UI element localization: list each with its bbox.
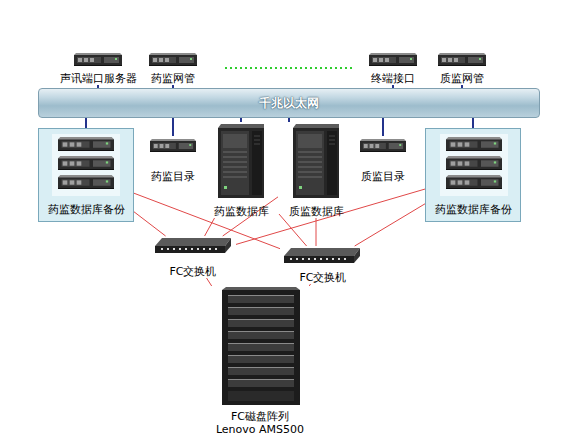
node-label: 质监目录: [361, 170, 405, 183]
node-label: 声讯端口服务器: [60, 72, 137, 85]
disk-array-node: FC磁盘阵列 Lenovo AMS500: [210, 286, 310, 436]
node-label: 药监数据库备份: [48, 203, 125, 216]
ellipsis-line: [225, 67, 355, 69]
network-link: [240, 118, 242, 122]
fibre-link: [205, 218, 215, 236]
network-band: 千兆以太网: [38, 88, 540, 118]
network-link: [288, 118, 290, 122]
backup-group: 药监数据库备份: [425, 128, 521, 222]
node-label: 药监数据库: [214, 205, 269, 218]
switch-node: FC交换机: [280, 246, 366, 284]
server-icon: [149, 53, 197, 66]
network-link: [172, 118, 174, 136]
server-icon: [369, 53, 417, 66]
database-node: 药监数据库: [203, 122, 279, 218]
server-icon: [360, 139, 406, 152]
tower-icon: [293, 124, 339, 198]
server-icon: [438, 53, 486, 66]
database-node: 质监数据库: [278, 122, 354, 218]
node-label: FC交换机: [169, 265, 216, 278]
fibre-link: [355, 204, 425, 246]
server-node: 药监网管: [145, 52, 201, 85]
server-node: 声讯端口服务器: [58, 52, 138, 85]
fibre-link: [316, 218, 317, 246]
disk-array-icon: [222, 287, 300, 405]
server-node: 终端接口: [365, 52, 421, 85]
node-label: 千兆以太网: [259, 97, 319, 110]
fibre-link: [309, 284, 310, 286]
fibre-link: [207, 278, 212, 286]
backup-group: 药监数据库备份: [38, 128, 134, 222]
server-node: 质监目录: [355, 136, 411, 183]
switch-node: FC交换机: [150, 236, 236, 278]
server-node: 质监网管: [434, 52, 490, 85]
tower-icon: [218, 124, 264, 198]
fibre-link: [134, 212, 166, 236]
server-icon: [74, 53, 122, 66]
server-node: 药监目录: [145, 136, 201, 183]
fibre-link: [134, 193, 280, 248]
fibre-link: [279, 214, 307, 246]
network-link: [382, 118, 384, 136]
node-label: 药监网管: [151, 72, 195, 85]
node-label: 质监网管: [440, 72, 484, 85]
network-link: [472, 118, 474, 128]
server-icon: [150, 139, 196, 152]
node-label: 质监数据库: [289, 205, 344, 218]
node-label: FC磁盘阵列 Lenovo AMS500: [214, 410, 306, 436]
node-label: 药监数据库备份: [435, 203, 512, 216]
node-label: 终端接口: [371, 72, 415, 85]
switch-icon: [155, 238, 231, 253]
node-label: 药监目录: [151, 170, 195, 183]
node-label: FC交换机: [299, 271, 346, 284]
network-link: [85, 118, 87, 128]
switch-icon: [284, 248, 360, 263]
